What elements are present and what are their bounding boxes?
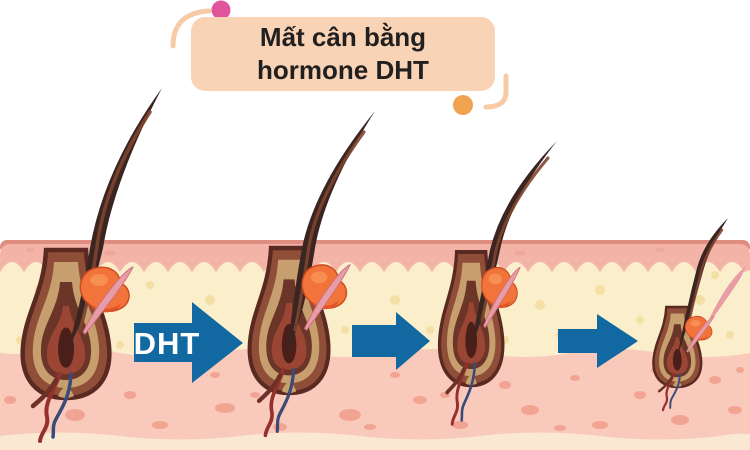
hair-shaft-highlight [293,130,366,332]
dht-arrow-shape [134,302,243,383]
orange-dot-icon [453,95,473,115]
arrector-muscle-extension [706,266,746,326]
corner-arc-top-left [170,8,212,49]
title-line-2: hormone DHT [257,55,429,85]
hair-shaft-highlight [480,156,550,322]
corner-arc-bottom-right [483,73,509,110]
progress-arrow-2 [352,312,430,370]
subcutis-layer [0,432,750,450]
dht-arrow-label: DHT [134,326,201,361]
hair-follicle-stage-2 [250,111,375,435]
hair-shaft-highlight [687,228,724,324]
dht-arrow: DHT [134,302,243,383]
title-line-1: Mất cân bằng [259,22,427,52]
hair-follicle-stage-4 [652,218,746,412]
title-decorations [170,0,509,115]
progress-arrow-3 [558,314,638,368]
hair-follicle-stage-3 [440,141,557,424]
title-card: Mất cân bằng hormone DHT [191,17,495,91]
hair-follicle-stage-1 [23,88,162,441]
hair-shaft-highlight [78,110,152,332]
pink-dot-icon [211,0,231,20]
